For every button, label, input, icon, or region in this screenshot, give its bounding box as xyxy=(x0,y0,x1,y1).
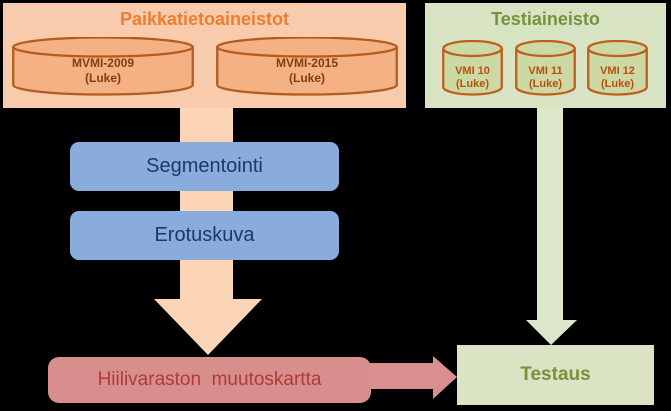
database-cylinder-icon xyxy=(12,37,194,96)
step-difference-image: Erotuskuva xyxy=(70,211,339,260)
cylinder-vmi-12: VMI 12 (Luke) xyxy=(587,40,648,98)
cylinder-vmi-10: VMI 10 (Luke) xyxy=(442,40,503,98)
cylinder-label-line1: VMI 11 xyxy=(528,65,563,77)
geo-datasets-group: Paikkatietoaineistot MVMI-2009 (Luke) MV… xyxy=(3,3,406,108)
cylinder-label-line1: VMI 10 xyxy=(455,65,490,77)
down-arrow-icon xyxy=(526,104,577,345)
cylinder-label-line1: MVMI-2015 xyxy=(275,56,339,70)
cylinder-label-line2: (Luke) xyxy=(601,78,634,90)
cylinder-label-line1: MVMI-2009 xyxy=(71,56,135,70)
cylinder-label-line2: (Luke) xyxy=(456,78,489,90)
testing-box: Testaus xyxy=(457,345,654,405)
step-segmentation: Segmentointi xyxy=(70,142,339,191)
right-arrow-icon xyxy=(368,356,457,399)
database-cylinder-icon xyxy=(587,40,648,96)
cylinder-label: VMI 10 (Luke) xyxy=(442,65,503,91)
cylinder-label: VMI 11 (Luke) xyxy=(515,65,576,91)
database-cylinder-icon xyxy=(216,37,398,96)
cylinder-vmi-11: VMI 11 (Luke) xyxy=(515,40,576,98)
database-cylinder-icon xyxy=(442,40,503,96)
cylinder-label-line1: VMI 12 xyxy=(600,65,635,77)
database-cylinder-icon xyxy=(515,40,576,96)
geo-group-title: Paikkatietoaineistot xyxy=(119,9,290,29)
carbon-change-map-box: Hiilivaraston muutoskartta xyxy=(48,357,371,403)
cylinder-label: VMI 12 (Luke) xyxy=(587,65,648,91)
cylinder-label-line2: (Luke) xyxy=(85,71,121,85)
cylinder-mvmi-2009: MVMI-2009 (Luke) xyxy=(12,37,194,97)
cylinder-label-line2: (Luke) xyxy=(529,78,562,90)
cylinder-mvmi-2015: MVMI-2015 (Luke) xyxy=(216,37,398,97)
cylinder-label: MVMI-2009 (Luke) xyxy=(12,56,194,86)
cylinder-label: MVMI-2015 (Luke) xyxy=(216,56,398,86)
test-data-group: Testiaineisto VMI 10 (Luke) VMI 11 (Luke… xyxy=(425,3,666,108)
cylinder-label-line2: (Luke) xyxy=(289,71,325,85)
test-group-title: Testiaineisto xyxy=(491,9,600,29)
